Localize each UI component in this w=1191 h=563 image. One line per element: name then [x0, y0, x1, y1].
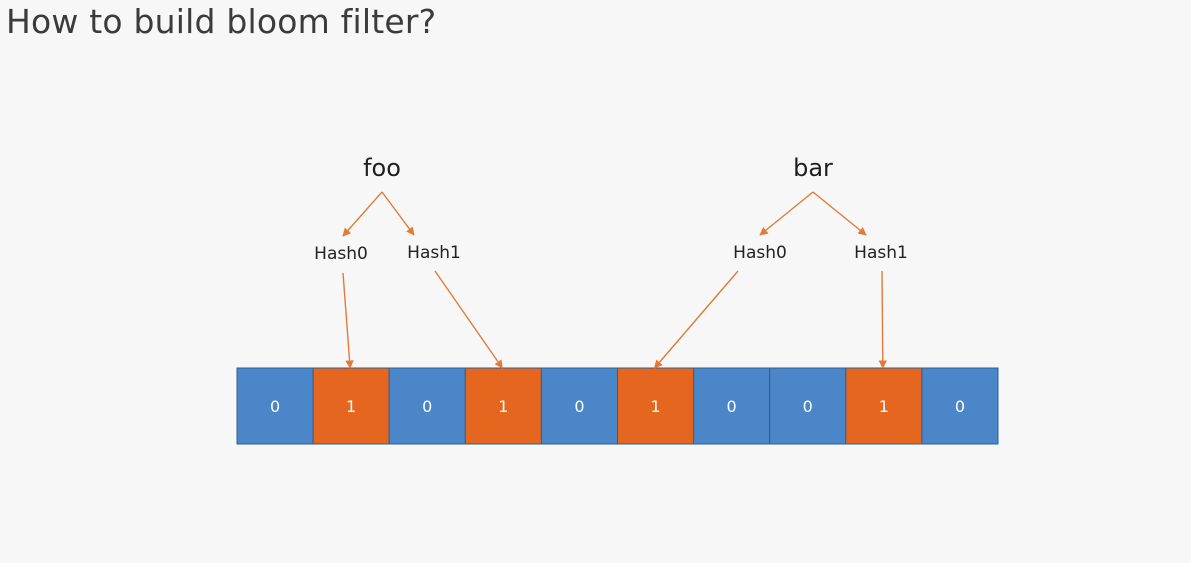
slide-title: How to build bloom filter?: [6, 2, 437, 41]
bit-cell-rect: [388, 367, 466, 445]
bit-value: 0: [803, 397, 813, 416]
bit-value: 1: [650, 397, 660, 416]
bit-value: 0: [955, 397, 965, 416]
bit-cell-rect: [617, 367, 695, 445]
item-foo: foo Hash0 Hash1: [314, 154, 461, 264]
hash-label-foo-hash1: Hash1: [407, 243, 461, 263]
item-bar: bar Hash0 Hash1: [733, 154, 908, 263]
bit-cell-rect: [769, 367, 847, 445]
word-label-foo: foo: [363, 154, 401, 182]
bit-value: 1: [346, 397, 356, 416]
bit-cell-rect: [236, 367, 314, 445]
bit-value: 0: [422, 397, 432, 416]
arrow-foo-to-hash1: [381, 191, 415, 236]
arrow-foo-hash1-to-bit: [434, 270, 503, 369]
bit-cell-0: 0: [236, 367, 314, 445]
bit-value: 0: [574, 397, 584, 416]
bit-value: 0: [270, 397, 280, 416]
bit-cell-5: 1: [617, 367, 695, 445]
arrow-foo-to-hash0: [342, 191, 383, 237]
bit-cell-1: 1: [312, 367, 390, 445]
bit-cell-rect: [464, 367, 542, 445]
bit-cell-rect: [693, 367, 771, 445]
hash-label-bar-hash0: Hash0: [733, 243, 787, 263]
arrow-bar-to-hash1: [812, 191, 867, 236]
arrow-bar-hash1-to-bit: [878, 270, 887, 369]
bit-value: 1: [498, 397, 508, 416]
bit-cell-rect: [845, 367, 923, 445]
bit-cell-4: 0: [540, 367, 619, 445]
arrow-bar-to-hash0: [759, 191, 814, 236]
bit-value: 1: [879, 397, 889, 416]
arrow-bar-hash0-to-bit: [654, 270, 739, 369]
bit-cell-6: 0: [693, 367, 771, 445]
bit-cell-8: 1: [845, 367, 923, 445]
hash-label-bar-hash1: Hash1: [854, 243, 908, 263]
arrow-foo-hash0-to-bit: [342, 272, 354, 369]
bit-cell-3: 1: [464, 367, 542, 445]
bit-cell-rect: [921, 367, 999, 445]
bit-cell-7: 0: [769, 367, 847, 445]
bit-cell-2: 0: [388, 367, 466, 445]
hash-label-foo-hash0: Hash0: [314, 244, 368, 264]
bit-cell-9: 0: [921, 367, 999, 445]
bit-array: 0 1 0 1 0 1 0 0 1 0: [236, 367, 999, 445]
bit-value: 0: [727, 397, 737, 416]
bit-cell-rect: [540, 367, 619, 445]
arrows: [342, 191, 887, 369]
word-label-bar: bar: [793, 154, 833, 182]
